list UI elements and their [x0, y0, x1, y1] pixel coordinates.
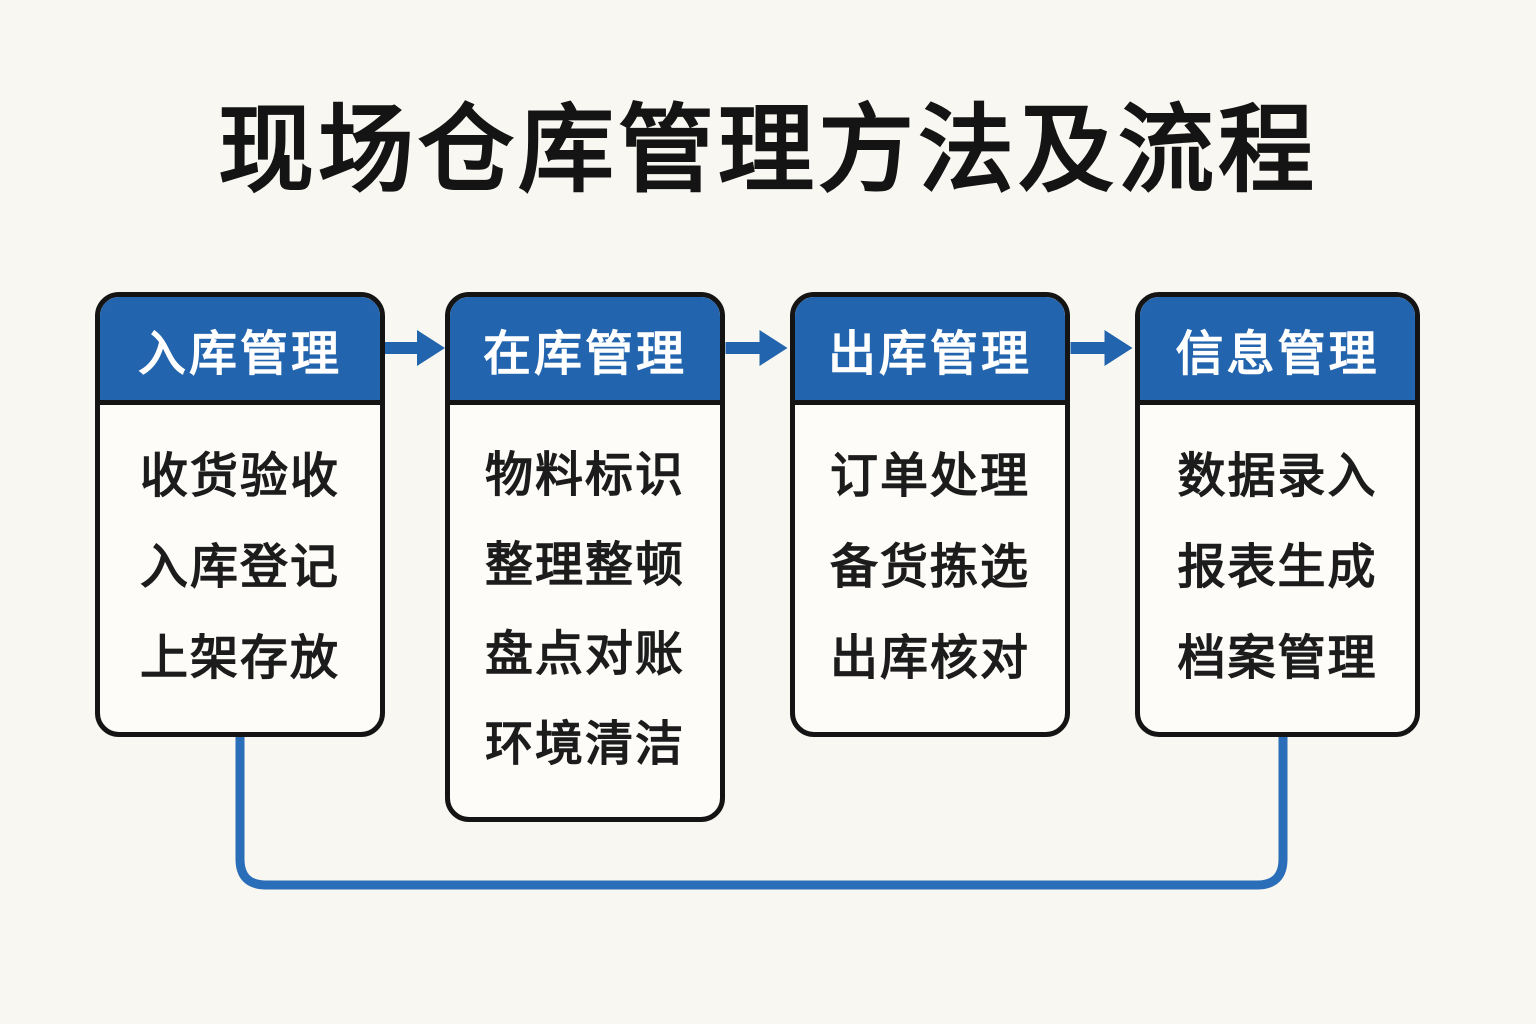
flow-arrow-icon: [723, 320, 792, 376]
stage-item: 环境清洁: [484, 718, 685, 772]
stage-card-information: 信息管理 数据录入报表生成档案管理: [1135, 292, 1420, 737]
stage-body: 物料标识整理整顿盘点对账环境清洁: [450, 405, 720, 817]
stage-header-label: 入库管理: [137, 327, 342, 381]
stage-item: 盘点对账: [484, 628, 685, 682]
flow-arrow-icon: [1068, 320, 1137, 376]
stage-header-label: 出库管理: [827, 327, 1032, 381]
stage-card-inbound: 入库管理 收货验收入库登记上架存放: [95, 292, 385, 737]
stage-item: 备货拣选: [829, 541, 1030, 595]
stage-header-label: 在库管理: [482, 327, 687, 381]
stage-item: 报表生成: [1177, 541, 1378, 595]
stage-item: 入库登记: [139, 541, 340, 595]
stage-body: 数据录入报表生成档案管理: [1140, 405, 1415, 732]
stage-header-label: 信息管理: [1175, 327, 1380, 381]
stage-item: 档案管理: [1177, 632, 1378, 686]
stage-item: 收货验收: [139, 450, 340, 504]
stage-header: 信息管理: [1140, 297, 1415, 405]
flow-arrow-icon: [383, 320, 447, 376]
stage-header: 入库管理: [100, 297, 380, 405]
diagram-title: 现场仓库管理方法及流程: [218, 97, 1318, 204]
stage-header: 在库管理: [450, 297, 720, 405]
stage-body: 订单处理备货拣选出库核对: [795, 405, 1065, 732]
stage-header: 出库管理: [795, 297, 1065, 405]
stage-item: 数据录入: [1177, 450, 1378, 504]
stage-item: 物料标识: [484, 448, 685, 502]
stage-item: 整理整顿: [484, 538, 685, 592]
stage-card-instock: 在库管理 物料标识整理整顿盘点对账环境清洁: [445, 292, 725, 822]
stage-body: 收货验收入库登记上架存放: [100, 405, 380, 732]
stage-card-outbound: 出库管理 订单处理备货拣选出库核对: [790, 292, 1070, 737]
stage-item: 出库核对: [829, 632, 1030, 686]
stage-item: 订单处理: [829, 450, 1030, 504]
stage-item: 上架存放: [139, 632, 340, 686]
